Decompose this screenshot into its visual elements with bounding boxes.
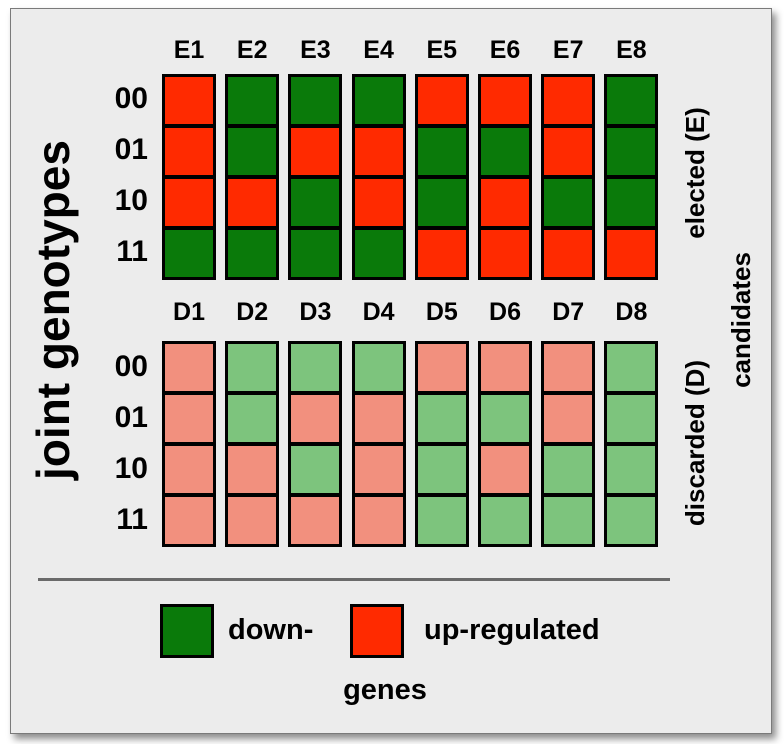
- elected-cell-E8-10: [604, 176, 659, 229]
- legend-up-swatch: [350, 604, 404, 658]
- discarded-row-label: 00: [114, 350, 148, 383]
- elected-cell-E8-01: [604, 125, 659, 178]
- elected-cell-E6-00: [478, 74, 532, 127]
- elected-cell-E5-10: [414, 176, 469, 229]
- elected-cell-E1-00: [162, 74, 216, 127]
- elected-column-label: E6: [489, 36, 521, 64]
- elected-cell-E3-11: [288, 227, 343, 280]
- discarded-row-label: 11: [116, 503, 148, 536]
- discarded-cell-D4-10: [351, 443, 406, 496]
- discarded-cell-D2-00: [225, 341, 280, 394]
- discarded-cell-D8-11: [604, 494, 659, 547]
- elected-cell-E8-00: [604, 74, 659, 127]
- discarded-cell-D5-01: [414, 392, 469, 445]
- discarded-row-label: 01: [114, 401, 148, 434]
- discarded-label: discarded (D): [680, 359, 710, 527]
- discarded-cell-D1-11: [162, 494, 216, 547]
- elected-label: elected (E): [680, 107, 710, 239]
- discarded-cell-D1-00: [162, 341, 216, 394]
- elected-cell-E6-11: [478, 227, 532, 280]
- elected-cell-E1-10: [162, 176, 216, 229]
- discarded-cell-D7-10: [541, 443, 596, 496]
- elected-cell-E4-11: [351, 227, 406, 280]
- elected-column-label: E3: [300, 36, 331, 64]
- discarded-cell-D8-10: [604, 443, 659, 496]
- discarded-cell-D8-00: [604, 341, 659, 394]
- discarded-column-label: D4: [362, 298, 395, 326]
- discarded-cell-D7-01: [541, 392, 596, 445]
- discarded-cell-D4-11: [351, 494, 406, 547]
- discarded-column-label: D8: [615, 298, 648, 326]
- elected-cell-E7-11: [541, 227, 596, 280]
- elected-row-label: 11: [116, 235, 148, 268]
- discarded-cell-D5-11: [414, 494, 469, 547]
- elected-cell-E4-10: [351, 176, 406, 229]
- elected-column-label: E2: [236, 36, 268, 64]
- elected-cell-E1-11: [162, 227, 216, 280]
- candidates-label: candidates: [726, 252, 756, 388]
- elected-row-label: 10: [114, 184, 148, 217]
- elected-cell-E7-10: [541, 176, 596, 229]
- discarded-cell-D4-01: [351, 392, 406, 445]
- elected-cell-E5-11: [414, 227, 469, 280]
- elected-cell-E2-00: [225, 74, 280, 127]
- discarded-cell-D1-10: [162, 443, 216, 496]
- elected-cell-E7-00: [541, 74, 596, 127]
- elected-cell-E3-01: [288, 125, 343, 178]
- elected-cell-E3-00: [288, 74, 343, 127]
- elected-cell-E5-01: [414, 125, 469, 178]
- elected-column-label: E7: [552, 36, 584, 64]
- discarded-cell-D6-10: [478, 443, 532, 496]
- discarded-cell-D2-01: [225, 392, 280, 445]
- elected-row-label: 01: [114, 133, 148, 166]
- discarded-column-label: D6: [489, 298, 521, 326]
- discarded-cell-D6-11: [478, 494, 532, 547]
- discarded-column-label: D5: [425, 298, 458, 326]
- discarded-column-label: D2: [236, 298, 269, 326]
- legend-down-swatch: [160, 604, 214, 658]
- elected-cell-E2-11: [225, 227, 280, 280]
- legend-caption: genes: [343, 674, 427, 706]
- discarded-column-label: D3: [299, 298, 332, 326]
- discarded-cell-D5-00: [414, 341, 469, 394]
- discarded-cell-D7-00: [541, 341, 596, 394]
- legend-up-label: up-regulated: [424, 614, 600, 646]
- discarded-cell-D2-10: [225, 443, 280, 496]
- discarded-cell-D3-01: [288, 392, 343, 445]
- divider-line: [38, 578, 670, 581]
- elected-cell-E4-00: [351, 74, 406, 127]
- discarded-row-label: 10: [114, 452, 148, 485]
- discarded-cell-D6-00: [478, 341, 532, 394]
- elected-cell-E5-00: [414, 74, 469, 127]
- legend-down-label: down-: [228, 614, 314, 646]
- elected-column-label: E8: [616, 36, 647, 64]
- discarded-cell-D1-01: [162, 392, 216, 445]
- elected-cell-E6-10: [478, 176, 532, 229]
- discarded-cell-D5-10: [414, 443, 469, 496]
- elected-row-label: 00: [114, 82, 148, 115]
- elected-column-label: E5: [426, 36, 458, 64]
- discarded-column-label: D7: [552, 298, 585, 326]
- discarded-cell-D6-01: [478, 392, 532, 445]
- elected-cell-E1-01: [162, 125, 216, 178]
- discarded-column-label: D1: [173, 298, 205, 326]
- elected-cell-E2-01: [225, 125, 280, 178]
- elected-cell-E7-01: [541, 125, 596, 178]
- discarded-cell-D4-00: [351, 341, 406, 394]
- discarded-cell-D2-11: [225, 494, 280, 547]
- discarded-cell-D3-11: [288, 494, 343, 547]
- joint-genotypes-label: joint genotypes: [27, 140, 79, 480]
- elected-cell-E3-10: [288, 176, 343, 229]
- discarded-cell-D3-10: [288, 443, 343, 496]
- discarded-cell-D7-11: [541, 494, 596, 547]
- elected-cell-E6-01: [478, 125, 532, 178]
- discarded-cell-D8-01: [604, 392, 659, 445]
- elected-cell-E4-01: [351, 125, 406, 178]
- discarded-cell-D3-00: [288, 341, 343, 394]
- elected-cell-E8-11: [604, 227, 659, 280]
- elected-cell-E2-10: [225, 176, 280, 229]
- elected-column-label: E1: [173, 36, 205, 64]
- elected-column-label: E4: [363, 36, 394, 64]
